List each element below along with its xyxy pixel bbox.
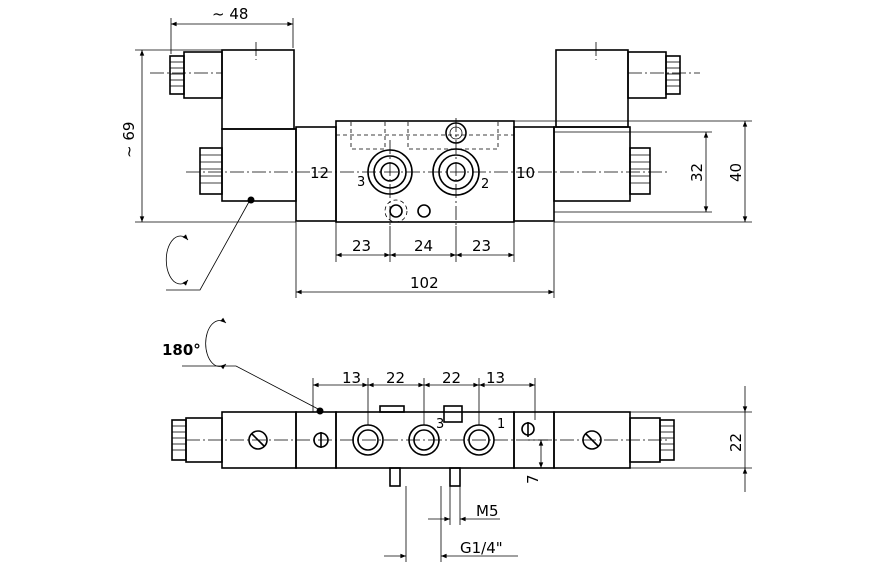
dim-offset-7: 7: [524, 439, 548, 484]
dim-body-length: 102: [295, 222, 555, 298]
dim-total-height: ~ 69: [120, 49, 296, 223]
top-view: ~ 48 ~ 69 12 3 2 10 23 24 23: [120, 5, 752, 298]
dim-total-height-label: ~ 69: [120, 122, 138, 158]
dim-thread-m5-label: M5: [476, 502, 499, 520]
dim-bottom-spacing: 13 22 22 13: [312, 369, 536, 425]
dim-coil-width-label: ~ 48: [212, 5, 248, 23]
port-label-12: 12: [310, 164, 329, 182]
dim-spacing-22-left: 22: [386, 369, 405, 387]
port-label-1-bottom: 1: [497, 417, 505, 432]
dim-thread-g14: G1/4": [384, 486, 518, 562]
rotation-symbol-bottom: 180°: [162, 317, 324, 415]
port-label-3-bottom: 3: [436, 417, 444, 432]
dim-spacing-23-right: 23: [472, 237, 491, 255]
port-label-10: 10: [516, 164, 535, 182]
dim-height-40: 40: [727, 163, 745, 182]
dim-body-length-label: 102: [410, 274, 439, 292]
dim-spacing-23-left: 23: [352, 237, 371, 255]
bottom-view: 180°: [162, 317, 752, 562]
rotation-symbol-top: [165, 196, 255, 291]
dim-offset-7-label: 7: [524, 474, 542, 484]
dim-height-32: 32: [688, 163, 706, 182]
dim-spacing-22-right: 22: [442, 369, 461, 387]
dim-spacing-13-right: 13: [486, 369, 505, 387]
dim-height-22: 22: [727, 433, 745, 452]
dim-coil-width: ~ 48: [170, 5, 294, 54]
dim-thread-m5: M5: [428, 486, 500, 525]
rotation-label: 180°: [162, 341, 201, 359]
bottom-valve-body: [186, 405, 668, 487]
right-solenoid-coil: [553, 42, 700, 202]
dim-thread-g14-label: G1/4": [460, 539, 503, 557]
dim-spacing-13-left: 13: [342, 369, 361, 387]
port-label-3-top: 3: [357, 175, 365, 190]
left-solenoid-coil: [150, 42, 297, 202]
port-label-2-top: 2: [481, 177, 489, 192]
dim-spacing-24: 24: [414, 237, 433, 255]
dim-bottom-height: 22: [554, 386, 752, 492]
dim-port-spacing: 23 24 23: [335, 222, 515, 262]
valve-body: [186, 118, 668, 226]
dim-right-heights: 32 40: [514, 120, 752, 223]
